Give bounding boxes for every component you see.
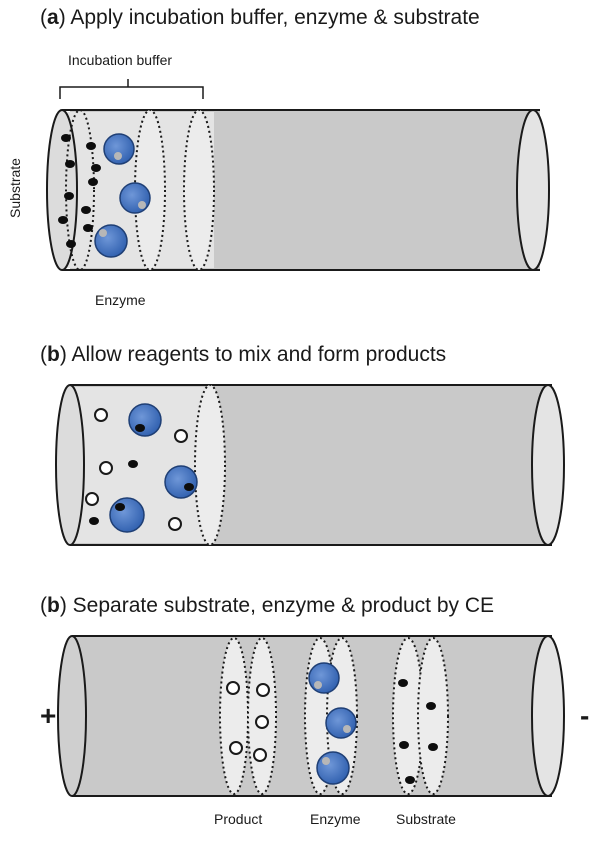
substrate-dot — [81, 206, 91, 214]
substrate-dot — [426, 702, 436, 710]
cathode-minus-sign: - — [580, 700, 590, 731]
panel-a-title: (a) Apply incubation buffer, enzyme & su… — [40, 6, 480, 29]
substrate-dot — [64, 192, 74, 200]
enzyme-a-1 — [103, 133, 135, 165]
enzyme-b-1 — [128, 403, 162, 437]
tube-c-right-end — [531, 635, 565, 797]
panel-b-diagram — [55, 384, 565, 546]
substrate-label-c: Substrate — [396, 811, 456, 827]
substrate-axis-label: Substrate — [6, 158, 23, 218]
substrate-dot — [86, 142, 96, 150]
substrate-dot — [83, 224, 93, 232]
enzyme-a-3 — [94, 224, 128, 258]
enzyme-c-2 — [325, 707, 357, 739]
substrate-dot — [88, 178, 98, 186]
tube-c-left-end — [57, 635, 87, 797]
plug-a-1 — [65, 109, 95, 271]
enzyme-c-3 — [316, 751, 350, 785]
panel-c-diagram — [57, 635, 565, 797]
product-band-plug-1 — [219, 637, 249, 795]
panel-b-title: (b) Allow reagents to mix and form produ… — [40, 343, 447, 366]
plug-a-2 — [134, 109, 166, 271]
product-label-c: Product — [214, 811, 263, 827]
product-dot — [174, 429, 188, 443]
product-dots-b — [85, 408, 188, 531]
plug-b-1 — [194, 384, 226, 546]
panel-b-letter: b — [47, 343, 60, 366]
substrate-dot — [428, 743, 438, 751]
panel-b-title-text: Allow reagents to mix and form products — [71, 343, 447, 366]
substrate-band-plug-2 — [417, 637, 449, 795]
product-dot — [229, 741, 243, 755]
panel-c-title-text: Separate substrate, enzyme & product by … — [72, 594, 495, 617]
incubation-buffer-label: Incubation buffer — [68, 52, 173, 68]
substrate-dot — [128, 460, 138, 468]
enzyme-label-a: Enzyme — [95, 292, 146, 308]
product-dots-c — [226, 681, 270, 762]
product-dot — [94, 408, 108, 422]
tube-a-right-end — [516, 109, 550, 271]
enzyme-b-3 — [109, 497, 145, 533]
substrate-dot — [399, 741, 409, 749]
product-dot — [256, 683, 270, 697]
panel-a-diagram — [46, 79, 550, 271]
product-dot — [85, 492, 99, 506]
substrate-dot — [398, 679, 408, 687]
substrate-dot — [58, 216, 68, 224]
plug-a-3 — [183, 109, 215, 271]
substrate-dot — [405, 776, 415, 784]
panel-c-letter: b — [47, 594, 60, 617]
panel-a-letter: a — [47, 6, 59, 29]
enzyme-label-c: Enzyme — [310, 811, 361, 827]
panel-a-title-text: Apply incubation buffer, enzyme & substr… — [70, 6, 480, 29]
tube-b-left-end — [55, 384, 85, 546]
substrate-dot — [65, 160, 75, 168]
substrate-dots-b — [89, 460, 138, 525]
product-dot — [253, 748, 267, 762]
substrate-dot — [66, 240, 76, 248]
substrate-dot — [91, 164, 101, 172]
substrate-dot — [61, 134, 71, 142]
tube-b-right-end — [531, 384, 565, 546]
enzyme-b-2 — [164, 465, 198, 499]
substrate-dot — [89, 517, 99, 525]
substrate-dots-a — [58, 134, 101, 248]
product-dot — [226, 681, 240, 695]
product-dot — [99, 461, 113, 475]
enzyme-a-2 — [119, 182, 151, 214]
product-dot — [168, 517, 182, 531]
anode-plus-sign: + — [40, 700, 57, 731]
product-dot — [255, 715, 269, 729]
substrate-dots-c — [398, 679, 438, 784]
panel-c-title: (b) Separate substrate, enzyme & product… — [40, 594, 495, 617]
enzyme-c-1 — [308, 662, 340, 694]
incubation-buffer-brace — [59, 79, 204, 99]
